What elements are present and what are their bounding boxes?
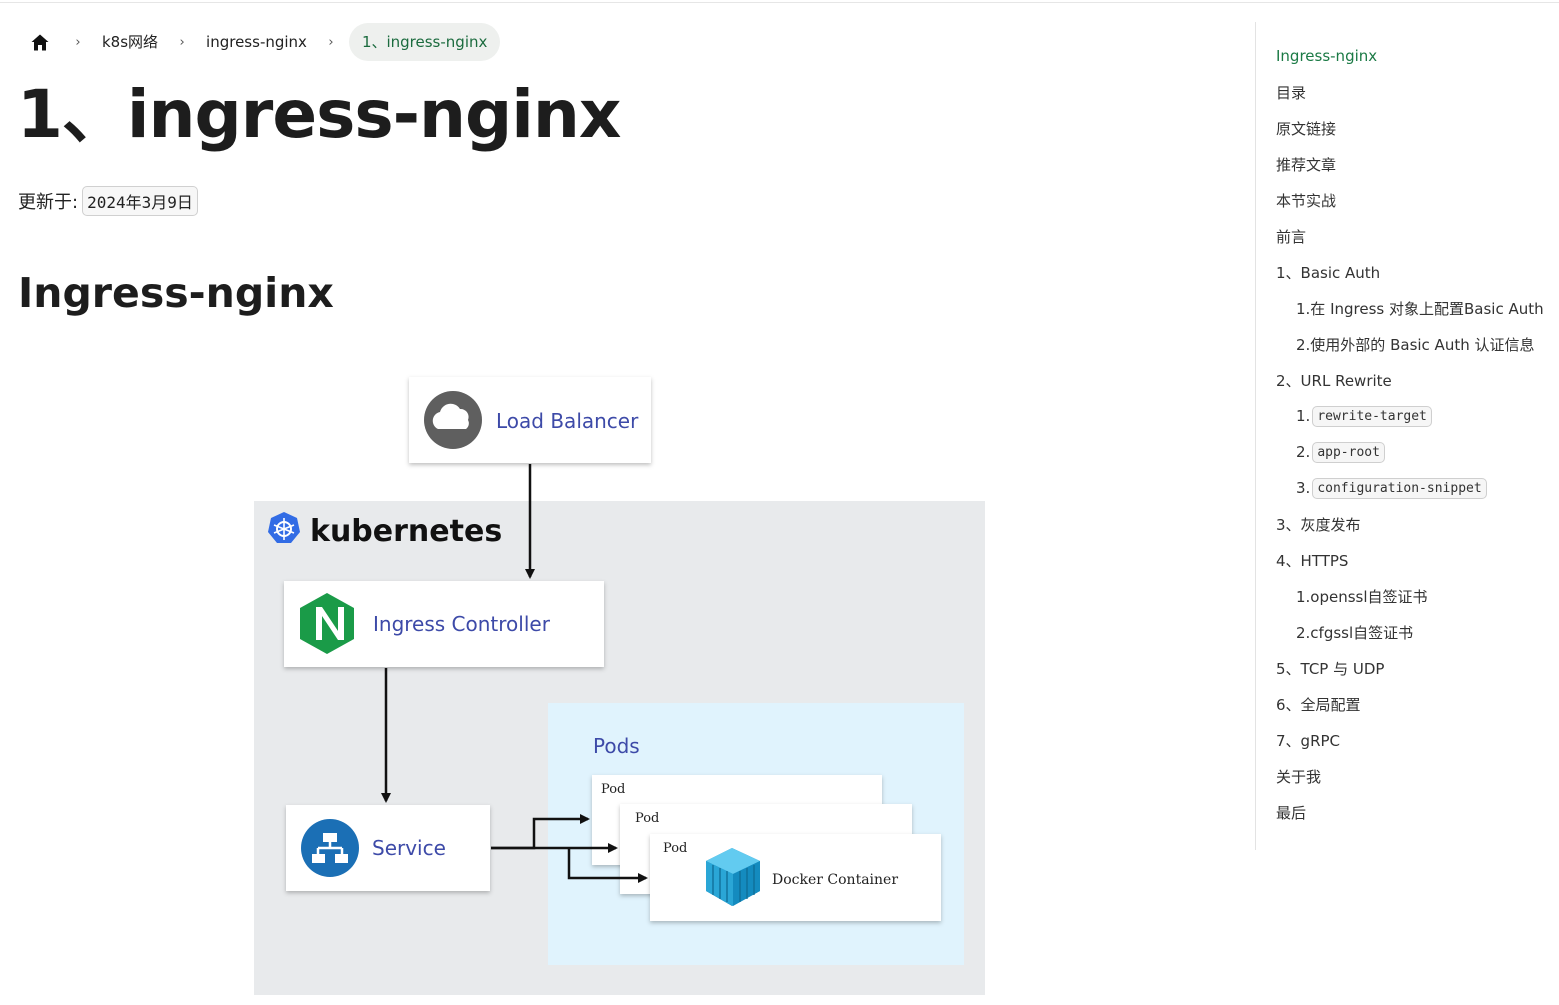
toc-item-openssl[interactable]: 1.openssl自签证书: [1296, 587, 1428, 606]
toc-item-configuration-snippet[interactable]: 3. configuration-snippet: [1276, 470, 1559, 506]
cloud-icon: [424, 391, 482, 449]
breadcrumb: › k8s网络 › ingress-nginx › 1、ingress-ngin…: [20, 22, 501, 62]
toc-item-basic-auth-ingress[interactable]: 1.在 Ingress 对象上配置Basic Auth: [1296, 299, 1544, 318]
updated-label: 更新于:: [18, 192, 79, 213]
section-title[interactable]: Ingress-nginx: [18, 269, 334, 317]
ingress-architecture-diagram: kubernetes Pods Load Balancer Ingress Co…: [254, 377, 985, 995]
toc-item-preface[interactable]: 前言: [1276, 227, 1307, 246]
toc-item-code: configuration-snippet: [1312, 477, 1487, 499]
arrow-service-to-pods: [567, 848, 648, 883]
toc-item-basic-auth[interactable]: 1、Basic Auth: [1276, 263, 1381, 282]
updated-date: 2024年3月9日: [82, 186, 198, 216]
pod-label: Pod: [663, 841, 687, 856]
toc-item-code: rewrite-target: [1312, 405, 1432, 427]
toc-item-finally[interactable]: 最后: [1276, 803, 1307, 822]
toc-item-ingress-nginx[interactable]: Ingress-nginx: [1276, 47, 1378, 65]
toc-divider: [1255, 22, 1256, 850]
breadcrumb-item-k8s-network[interactable]: k8s网络: [102, 33, 159, 51]
toc-item-canary[interactable]: 3、灰度发布: [1276, 515, 1361, 534]
kubernetes-label: kubernetes: [310, 514, 502, 549]
chevron-right-icon: ›: [75, 34, 81, 50]
docker-container-label: Docker Container: [772, 872, 898, 888]
service-label: Service: [372, 836, 446, 860]
table-of-contents: Ingress-nginx 目录 原文链接 推荐文章 本节实战 前言 1、Bas…: [1276, 38, 1559, 830]
toc-item-contents[interactable]: 目录: [1276, 83, 1307, 102]
toc-item-prefix: 1.: [1296, 407, 1311, 425]
pod-box: [650, 834, 941, 921]
toc-item-global-config[interactable]: 6、全局配置: [1276, 695, 1361, 714]
toc-item-practice[interactable]: 本节实战: [1276, 191, 1337, 210]
top-border: [0, 0, 1559, 3]
toc-item-prefix: 2.: [1296, 443, 1311, 461]
page-title: 1、ingress-nginx: [17, 76, 621, 153]
breadcrumb-home[interactable]: [20, 22, 60, 62]
toc-item-cfgssl[interactable]: 2.cfgssl自签证书: [1296, 623, 1414, 642]
pod-label: Pod: [635, 811, 659, 826]
toc-item-url-rewrite[interactable]: 2、URL Rewrite: [1276, 371, 1392, 390]
toc-item-grpc[interactable]: 7、gRPC: [1276, 731, 1341, 750]
toc-item-code: app-root: [1312, 441, 1385, 463]
toc-item-prefix: 3.: [1296, 479, 1311, 497]
load-balancer-label: Load Balancer: [496, 409, 639, 433]
toc-item-rewrite-target[interactable]: 1. rewrite-target: [1276, 398, 1559, 434]
docker-container-icon: [706, 848, 760, 906]
toc-item-basic-auth-external[interactable]: 2.使用外部的 Basic Auth 认证信息: [1296, 335, 1535, 354]
toc-item-app-root[interactable]: 2. app-root: [1276, 434, 1559, 470]
pod-label: Pod: [601, 782, 625, 797]
toc-item-recommended[interactable]: 推荐文章: [1276, 155, 1337, 174]
pods-label: Pods: [593, 734, 640, 758]
toc-item-about-me[interactable]: 关于我: [1276, 767, 1322, 786]
toc-item-tcp-udp[interactable]: 5、TCP 与 UDP: [1276, 659, 1385, 678]
breadcrumb-current: 1、ingress-nginx: [348, 23, 501, 61]
nginx-logo-icon: [300, 593, 354, 654]
chevron-right-icon: ›: [328, 34, 334, 50]
updated-info: 更新于: 2024年3月9日: [18, 186, 198, 216]
chevron-right-icon: ›: [179, 34, 185, 50]
kubernetes-logo-icon: [268, 512, 300, 543]
toc-item-https[interactable]: 4、HTTPS: [1276, 551, 1349, 570]
home-icon: [31, 34, 49, 50]
service-network-icon: [301, 819, 359, 877]
breadcrumb-item-ingress-nginx[interactable]: ingress-nginx: [206, 33, 307, 51]
ingress-controller-label: Ingress Controller: [373, 612, 551, 636]
toc-item-original-link[interactable]: 原文链接: [1276, 119, 1337, 138]
